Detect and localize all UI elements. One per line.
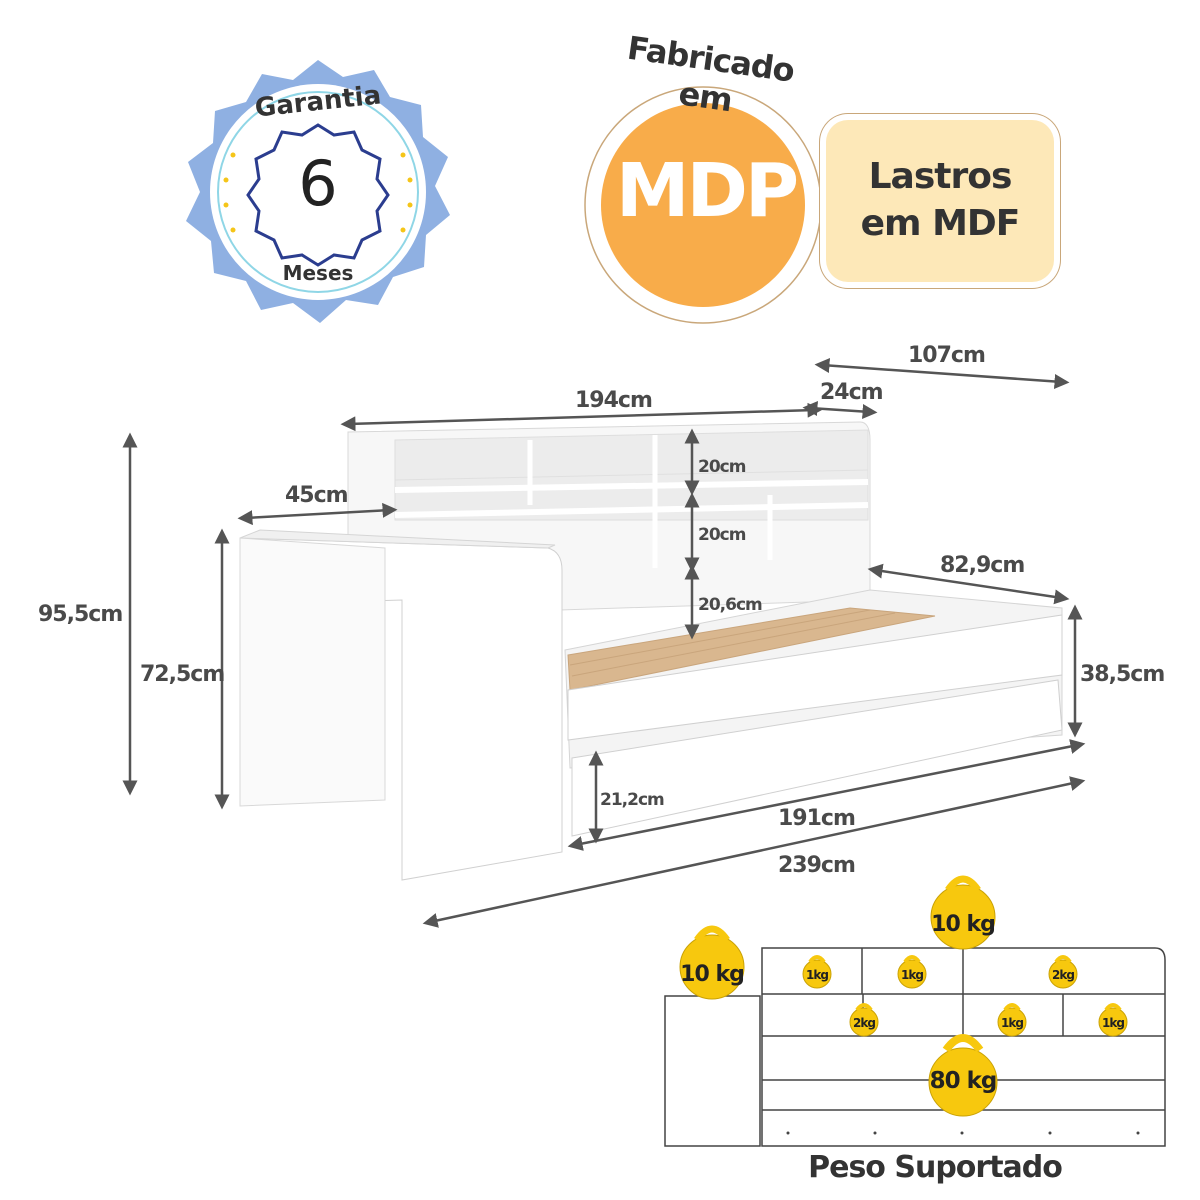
kettlebell-bed-icon (928, 1034, 998, 1117)
weight-shelf-5: 1kg (1001, 1016, 1024, 1030)
slats-line-2: em MDF (860, 203, 1021, 244)
weight-shelf-6: 1kg (1102, 1016, 1125, 1030)
weight-shelf-4: 2kg (853, 1016, 876, 1030)
slats-badge: Lastros em MDF (826, 120, 1054, 282)
dim-shelf-depth: 24cm (820, 380, 884, 405)
weight-shelf-2: 1kg (901, 968, 924, 982)
weight-top: 10 kg (931, 912, 996, 937)
dim-width-top: 194cm (575, 388, 653, 413)
dim-depth-top: 107cm (908, 343, 986, 368)
dim-total-height: 95,5cm (38, 602, 123, 627)
kettlebell-top-icon (930, 875, 996, 950)
dim-total-length: 239cm (778, 853, 856, 878)
dim-bed-height: 38,5cm (1080, 662, 1165, 687)
dim-shelf-h1: 20cm (698, 457, 746, 477)
weight-shelf-3: 2kg (1052, 968, 1075, 982)
dim-desk-height: 72,5cm (140, 662, 225, 687)
warranty-bottom-label: Meses (282, 261, 354, 285)
warranty-seal-icon (186, 60, 450, 323)
weight-title: Peso Suportado (808, 1150, 1063, 1185)
slats-line-1: Lastros (868, 156, 1013, 198)
dim-bed-width: 82,9cm (940, 553, 1025, 578)
warranty-badge: Garantia 6 Meses (178, 55, 458, 330)
warranty-number: 6 (298, 147, 338, 220)
dim-shelf-h3: 20,6cm (698, 595, 763, 615)
dim-trundle-height: 21,2cm (600, 790, 665, 810)
kettlebell-desk-icon (679, 925, 745, 1000)
weight-diagram (664, 875, 1166, 1147)
mdp-label: MDP (615, 148, 799, 234)
weight-bed: 80 kg (929, 1068, 998, 1094)
bed-desk-drawing (122, 358, 1086, 928)
dim-desk-depth: 45cm (285, 483, 349, 508)
weight-desk: 10 kg (680, 962, 745, 987)
mdp-circle-icon (584, 86, 822, 324)
dim-shelf-h2: 20cm (698, 525, 746, 545)
weight-shelf-1: 1kg (806, 968, 829, 982)
dim-bed-length: 191cm (778, 806, 856, 831)
